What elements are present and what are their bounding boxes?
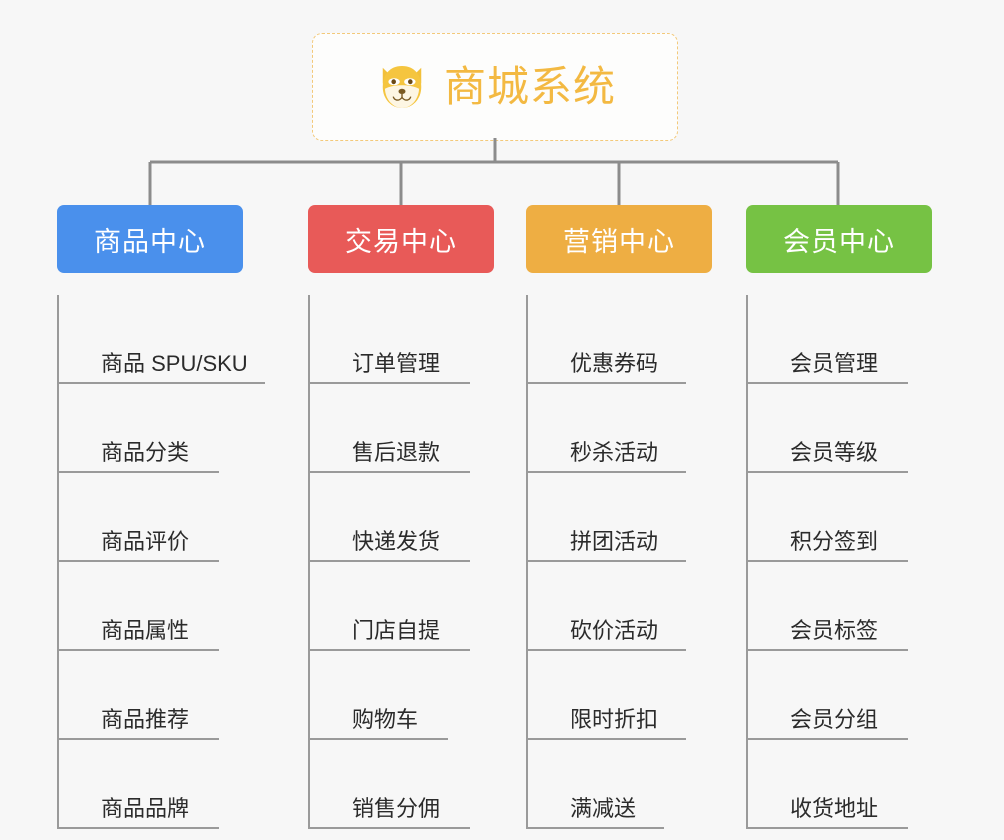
leaf-item[interactable]: 会员管理 bbox=[748, 295, 974, 384]
leaf-label: 会员等级 bbox=[790, 440, 879, 465]
leaf-item[interactable]: 砍价活动 bbox=[528, 562, 754, 651]
branch-header-marketing-center[interactable]: 营销中心 bbox=[526, 205, 712, 273]
leaf-item[interactable]: 商品推荐 bbox=[59, 651, 285, 740]
leaf-item[interactable]: 秒杀活动 bbox=[528, 384, 754, 473]
leaf-item[interactable]: 商品属性 bbox=[59, 562, 285, 651]
root-to-branch-connector bbox=[148, 138, 840, 205]
leaf-item[interactable]: 购物车 bbox=[310, 651, 536, 740]
leaf-list-trade-center: 订单管理 售后退款 快递发货 门店自提 购物车 销售分佣 bbox=[308, 295, 536, 829]
leaf-item[interactable]: 满减送 bbox=[528, 740, 754, 829]
branch-trade-center: 交易中心 订单管理 售后退款 快递发货 门店自提 购物车 bbox=[308, 205, 494, 829]
leaf-label: 商品分类 bbox=[101, 440, 190, 465]
leaf-underline bbox=[528, 382, 686, 384]
leaf-underline bbox=[748, 471, 908, 473]
leaf-item[interactable]: 积分签到 bbox=[748, 473, 974, 562]
leaf-underline bbox=[310, 738, 448, 740]
branch-product-center: 商品中心 商品 SPU/SKU 商品分类 商品评价 商品属性 商品推荐 bbox=[57, 205, 265, 829]
leaf-underline bbox=[59, 738, 219, 740]
leaf-label: 购物车 bbox=[352, 707, 419, 732]
leaf-item[interactable]: 商品分类 bbox=[59, 384, 285, 473]
leaf-underline bbox=[310, 827, 470, 829]
leaf-label: 限时折扣 bbox=[570, 707, 659, 732]
leaf-label: 拼团活动 bbox=[570, 529, 659, 554]
leaf-underline bbox=[528, 471, 686, 473]
leaf-underline bbox=[310, 560, 470, 562]
leaf-item[interactable]: 优惠券码 bbox=[528, 295, 754, 384]
leaf-underline bbox=[59, 471, 219, 473]
leaf-list-product-center: 商品 SPU/SKU 商品分类 商品评价 商品属性 商品推荐 商品品牌 bbox=[57, 295, 285, 829]
leaf-underline bbox=[528, 827, 664, 829]
leaf-underline bbox=[748, 649, 908, 651]
leaf-label: 商品评价 bbox=[101, 529, 190, 554]
leaf-label: 满减送 bbox=[570, 796, 637, 821]
leaf-item[interactable]: 售后退款 bbox=[310, 384, 536, 473]
leaf-underline bbox=[59, 649, 219, 651]
leaf-label: 商品品牌 bbox=[101, 796, 190, 821]
leaf-label: 会员标签 bbox=[790, 618, 879, 643]
leaf-underline bbox=[528, 738, 686, 740]
branch-label: 商品中心 bbox=[94, 226, 206, 257]
leaf-label: 快递发货 bbox=[352, 529, 441, 554]
leaf-label: 销售分佣 bbox=[352, 796, 441, 821]
leaf-underline bbox=[748, 382, 908, 384]
root-node-shopping-mall-system[interactable]: 商城系统 bbox=[312, 33, 678, 141]
branch-header-member-center[interactable]: 会员中心 bbox=[746, 205, 932, 273]
branch-member-center: 会员中心 会员管理 会员等级 积分签到 会员标签 会员分组 bbox=[746, 205, 932, 829]
leaf-underline bbox=[748, 827, 908, 829]
leaf-item[interactable]: 门店自提 bbox=[310, 562, 536, 651]
leaf-label: 售后退款 bbox=[352, 440, 441, 465]
leaf-label: 砍价活动 bbox=[570, 618, 659, 643]
leaf-label: 门店自提 bbox=[352, 618, 441, 643]
leaf-underline bbox=[310, 382, 470, 384]
leaf-item[interactable]: 会员等级 bbox=[748, 384, 974, 473]
leaf-label: 订单管理 bbox=[352, 351, 441, 376]
leaf-list-marketing-center: 优惠券码 秒杀活动 拼团活动 砍价活动 限时折扣 满减送 bbox=[526, 295, 754, 829]
leaf-underline bbox=[528, 560, 686, 562]
leaf-item[interactable]: 商品品牌 bbox=[59, 740, 285, 829]
leaf-item[interactable]: 订单管理 bbox=[310, 295, 536, 384]
leaf-underline bbox=[310, 649, 470, 651]
leaf-underline bbox=[59, 560, 219, 562]
leaf-item[interactable]: 销售分佣 bbox=[310, 740, 536, 829]
leaf-item[interactable]: 商品评价 bbox=[59, 473, 285, 562]
branch-header-trade-center[interactable]: 交易中心 bbox=[308, 205, 494, 273]
leaf-label: 会员管理 bbox=[790, 351, 879, 376]
leaf-item[interactable]: 拼团活动 bbox=[528, 473, 754, 562]
leaf-label: 商品推荐 bbox=[101, 707, 190, 732]
leaf-list-member-center: 会员管理 会员等级 积分签到 会员标签 会员分组 收货地址 bbox=[746, 295, 974, 829]
leaf-underline bbox=[59, 827, 219, 829]
leaf-label: 商品 SPU/SKU bbox=[101, 351, 248, 376]
root-title: 商城系统 bbox=[443, 63, 616, 110]
leaf-underline bbox=[528, 649, 686, 651]
branch-label: 会员中心 bbox=[783, 226, 895, 257]
leaf-underline bbox=[59, 382, 265, 384]
branch-marketing-center: 营销中心 优惠券码 秒杀活动 拼团活动 砍价活动 限时折扣 bbox=[526, 205, 712, 829]
leaf-label: 收货地址 bbox=[790, 796, 879, 821]
leaf-label: 优惠券码 bbox=[570, 351, 659, 376]
branch-label: 营销中心 bbox=[563, 226, 675, 257]
leaf-item[interactable]: 限时折扣 bbox=[528, 651, 754, 740]
leaf-underline bbox=[748, 560, 908, 562]
branch-label: 交易中心 bbox=[345, 226, 457, 257]
leaf-label: 积分签到 bbox=[790, 529, 879, 554]
leaf-item[interactable]: 商品 SPU/SKU bbox=[59, 295, 285, 384]
leaf-item[interactable]: 快递发货 bbox=[310, 473, 536, 562]
leaf-underline bbox=[748, 738, 908, 740]
leaf-label: 会员分组 bbox=[790, 707, 879, 732]
leaf-underline bbox=[310, 471, 470, 473]
shiba-dog-face-icon bbox=[382, 66, 422, 108]
branch-header-product-center[interactable]: 商品中心 bbox=[57, 205, 243, 273]
leaf-label: 商品属性 bbox=[101, 618, 190, 643]
leaf-item[interactable]: 会员标签 bbox=[748, 562, 974, 651]
leaf-item[interactable]: 收货地址 bbox=[748, 740, 974, 829]
leaf-item[interactable]: 会员分组 bbox=[748, 651, 974, 740]
leaf-label: 秒杀活动 bbox=[570, 440, 659, 465]
